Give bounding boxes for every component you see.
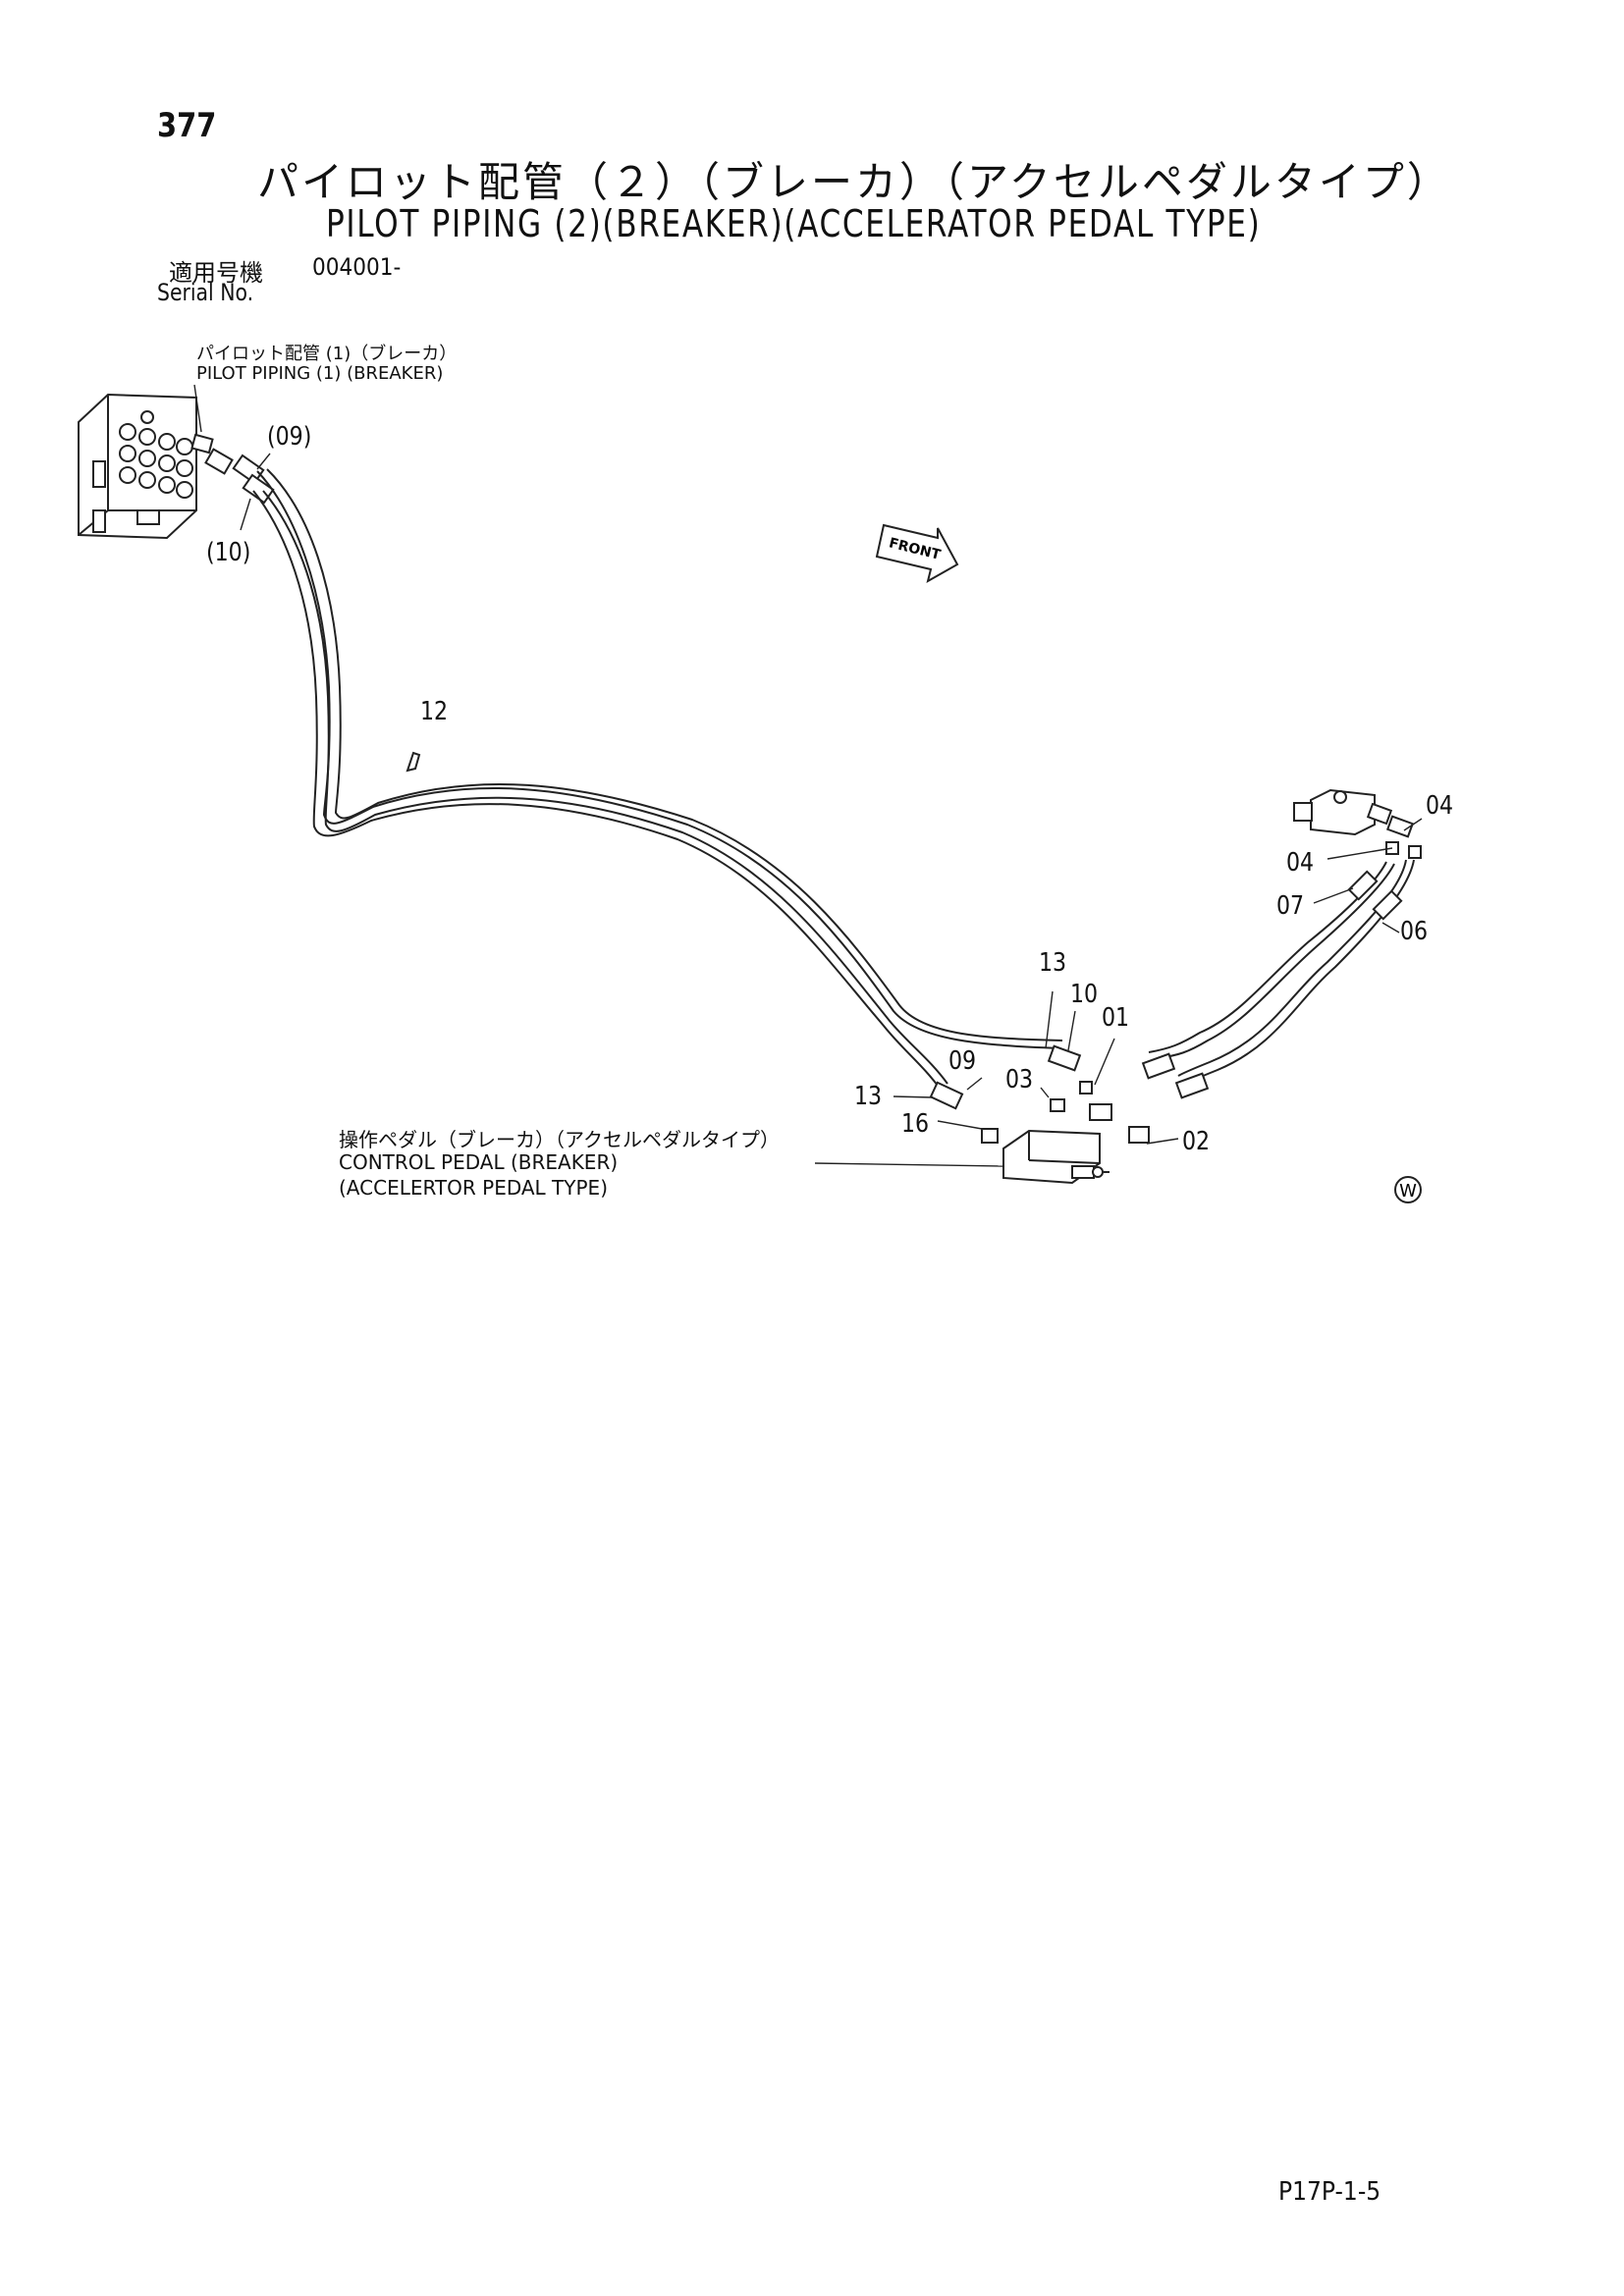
- callout-03: 03: [1005, 1065, 1034, 1095]
- callout-10-ref: (10): [206, 538, 251, 567]
- front-arrow-icon: FRONT: [875, 523, 959, 584]
- pilot-hoses-long: [252, 468, 1063, 1091]
- title-japanese: パイロット配管（２）（ブレーカ）（アクセルペダルタイプ）: [257, 158, 1451, 206]
- serial-value: 004001-: [312, 253, 402, 281]
- pilot-hoses-right: [1141, 859, 1415, 1099]
- clip-part-12: [406, 751, 421, 773]
- callout-07: 07: [1276, 891, 1305, 921]
- reference-label-japanese: パイロット配管 (1)（ブレーカ）: [196, 344, 458, 364]
- callout-12: 12: [420, 697, 449, 726]
- callout-04-lower: 04: [1286, 848, 1315, 878]
- serial-label-english: Serial No.: [157, 279, 254, 306]
- w-mark-circle: [1394, 1176, 1422, 1203]
- callout-13-lower: 13: [854, 1082, 883, 1111]
- control-pedal-label-english-1: CONTROL PEDAL (BREAKER): [339, 1150, 619, 1174]
- callout-09-ref: (09): [267, 422, 312, 452]
- control-valve-block: [78, 393, 197, 540]
- reference-label-english: PILOT PIPING (1) (BREAKER): [196, 363, 444, 384]
- callout-16: 16: [901, 1109, 930, 1139]
- valve-fittings: [190, 433, 275, 505]
- pedal-valve-right: [1293, 788, 1422, 859]
- callout-04-upper: 04: [1426, 791, 1454, 821]
- control-pedal-label-japanese: 操作ペダル（ブレーカ）（アクセルペダルタイプ）: [339, 1128, 780, 1151]
- callout-10: 10: [1070, 980, 1099, 1009]
- serial-label-japanese: 適用号機: [169, 259, 263, 287]
- control-pedal-label-english-2: (ACCELERTOR PEDAL TYPE): [339, 1176, 608, 1200]
- w-mark-letter: W: [1399, 1181, 1417, 1201]
- title-english: PILOT PIPING (2)(BREAKER)(ACCELERATOR PE…: [326, 202, 1262, 245]
- callout-13-upper: 13: [1039, 948, 1067, 978]
- leader-lines: [193, 384, 1423, 1167]
- pedal-fittings: [929, 1044, 1150, 1144]
- control-pedal: [1002, 1129, 1110, 1185]
- page-number: 377: [157, 106, 217, 145]
- callout-01: 01: [1102, 1003, 1130, 1033]
- drawing-code: P17P-1-5: [1278, 2177, 1381, 2207]
- callout-09: 09: [948, 1046, 977, 1076]
- callout-02: 02: [1182, 1127, 1211, 1156]
- callout-06: 06: [1400, 917, 1429, 946]
